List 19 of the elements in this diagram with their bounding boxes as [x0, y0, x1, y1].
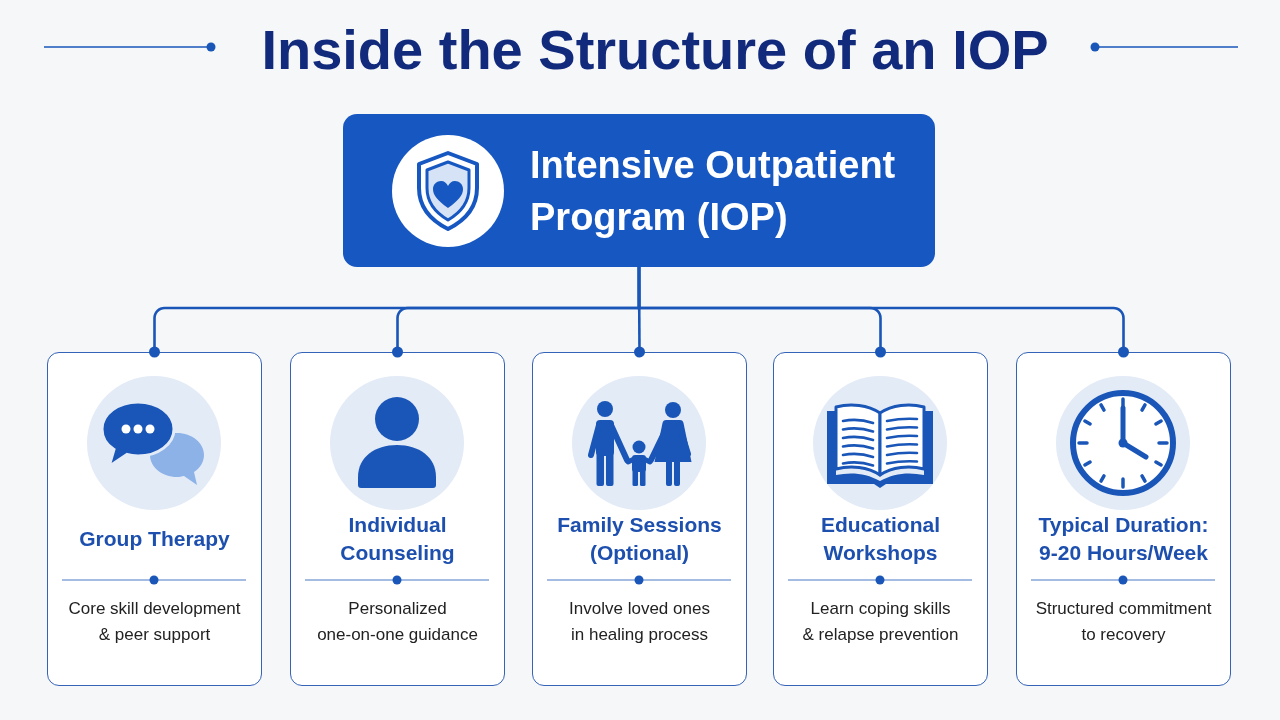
program-panel: [343, 114, 935, 267]
card-description: Involve loved ones in healing process: [568, 598, 711, 646]
service-card: [1016, 352, 1231, 686]
connector-line: [637, 267, 1129, 358]
card-description: Core skill development & peer support: [67, 598, 242, 646]
page-title: Inside the Structure of an IOP: [260, 18, 1050, 82]
card-heading: Group Therapy: [79, 526, 230, 552]
card-description: Structured commitment to recovery: [1034, 598, 1213, 646]
card-description: Personalized one-on-one guidance: [316, 598, 479, 646]
card-heading: Individual Counseling: [339, 512, 456, 566]
card-description: Learn coping skills & relapse prevention: [801, 598, 960, 646]
card-heading: Typical Duration: 9-20 Hours/Week: [1037, 512, 1210, 566]
service-card: [290, 352, 505, 686]
service-card: [773, 352, 988, 686]
card-heading: Educational Workshops: [820, 512, 941, 566]
service-card: [47, 352, 262, 686]
program-title: Intensive Outpatient Program (IOP): [530, 142, 897, 240]
service-card: [532, 352, 747, 686]
card-heading: Family Sessions (Optional): [556, 512, 723, 566]
